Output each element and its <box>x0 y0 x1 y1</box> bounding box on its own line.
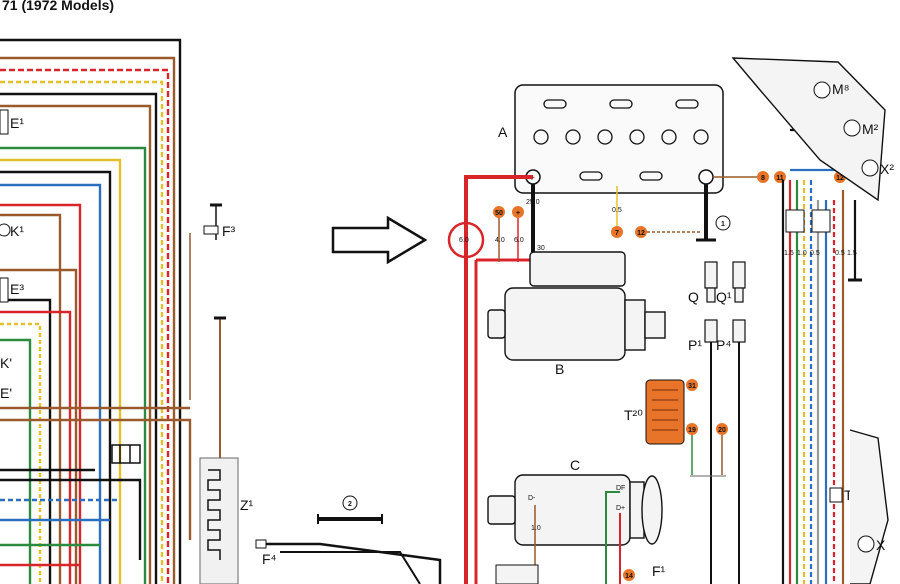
label-p4: P⁴ <box>716 337 731 353</box>
svg-text:6.0: 6.0 <box>459 237 469 244</box>
connector-7 <box>611 226 623 238</box>
highlight-circle <box>447 221 485 259</box>
label-a: A <box>498 124 508 140</box>
headlight-housing-top <box>731 57 886 202</box>
plug-p <box>704 319 746 343</box>
f4-switch <box>255 539 267 549</box>
m2-bulb <box>843 119 861 137</box>
svg-text:14: 14 <box>625 573 633 580</box>
svg-text:4.0: 4.0 <box>495 237 505 244</box>
label-k: K' <box>0 355 12 371</box>
svg-text:0.5: 0.5 <box>810 250 820 257</box>
svg-text:25.0: 25.0 <box>526 199 540 206</box>
svg-text:0.5: 0.5 <box>612 207 622 214</box>
e3-switch <box>0 277 9 303</box>
label-f1: F¹ <box>652 563 666 579</box>
svg-text:DF: DF <box>616 485 625 492</box>
label-q: Q <box>688 289 699 305</box>
label-x2: X² <box>880 161 894 177</box>
label-b: B <box>555 361 564 377</box>
svg-text:30: 30 <box>537 245 545 252</box>
x2-bulb <box>861 159 879 177</box>
connector-8 <box>757 171 769 183</box>
battery-a <box>514 84 724 194</box>
connector-12 <box>635 226 647 238</box>
diagram-title: 71 (1972 Models) <box>2 0 114 13</box>
svg-text:0.5: 0.5 <box>835 250 845 257</box>
connector-31 <box>686 379 698 391</box>
generator-c <box>487 474 663 546</box>
label-m8: M⁸ <box>832 81 850 97</box>
svg-text:6.0: 6.0 <box>514 237 524 244</box>
label-x: X <box>876 537 886 553</box>
starter-b <box>487 251 666 361</box>
svg-text:50: 50 <box>495 210 503 217</box>
svg-text:+: + <box>516 210 520 217</box>
taillight-housing <box>849 429 889 584</box>
z1-element <box>199 457 239 584</box>
connector-20 <box>716 423 728 435</box>
svg-text:1: 1 <box>721 221 725 228</box>
label-c: C <box>570 457 580 473</box>
svg-text:1.5: 1.5 <box>784 250 794 257</box>
f3-switch <box>203 225 219 235</box>
label-t20: T²⁰ <box>624 407 643 423</box>
regulator <box>495 564 539 584</box>
svg-text:8: 8 <box>761 175 765 182</box>
svg-text:19: 19 <box>688 427 696 434</box>
label-p1: P¹ <box>688 337 702 353</box>
connector-plus <box>512 206 524 218</box>
callout-2 <box>342 495 358 511</box>
m8-bulb <box>813 81 831 99</box>
sensor-q <box>704 261 746 303</box>
battery-negative-terminal <box>698 169 714 185</box>
svg-text:7: 7 <box>615 230 619 237</box>
svg-text:D-: D- <box>528 495 536 502</box>
t20-relay <box>645 379 685 445</box>
svg-text:12: 12 <box>836 175 844 182</box>
callout-1 <box>715 215 731 231</box>
label-e3: E³ <box>10 281 24 297</box>
connector-14 <box>623 569 635 581</box>
svg-text:11: 11 <box>776 175 784 182</box>
svg-text:20: 20 <box>718 427 726 434</box>
e1-lamp <box>0 109 9 135</box>
label-e1: E¹ <box>10 115 24 131</box>
label-q1: Q¹ <box>716 289 732 305</box>
t2-connector <box>829 487 843 503</box>
svg-text:2: 2 <box>348 501 352 508</box>
connector-50 <box>493 206 505 218</box>
svg-text:31: 31 <box>688 383 696 390</box>
label-m2: M² <box>862 121 879 137</box>
pointer-arrow <box>331 215 428 265</box>
connector-t-block <box>111 444 141 464</box>
svg-text:1.0: 1.0 <box>531 525 541 532</box>
right-connector-block <box>785 209 831 233</box>
label-z1: Z¹ <box>240 497 254 513</box>
x-bulb <box>857 535 875 553</box>
right-harness <box>781 118 860 584</box>
svg-text:1.0: 1.0 <box>797 250 807 257</box>
k1-indicator <box>0 223 11 237</box>
label-f3: F³ <box>222 223 236 239</box>
svg-text:D+: D+ <box>616 505 625 512</box>
left-harness <box>0 38 192 584</box>
label-e: E' <box>0 385 12 401</box>
connector-19 <box>686 423 698 435</box>
label-k1: K¹ <box>10 223 24 239</box>
svg-text:1.5: 1.5 <box>847 250 857 257</box>
svg-text:12: 12 <box>637 230 645 237</box>
label-f4: F⁴ <box>262 551 277 567</box>
